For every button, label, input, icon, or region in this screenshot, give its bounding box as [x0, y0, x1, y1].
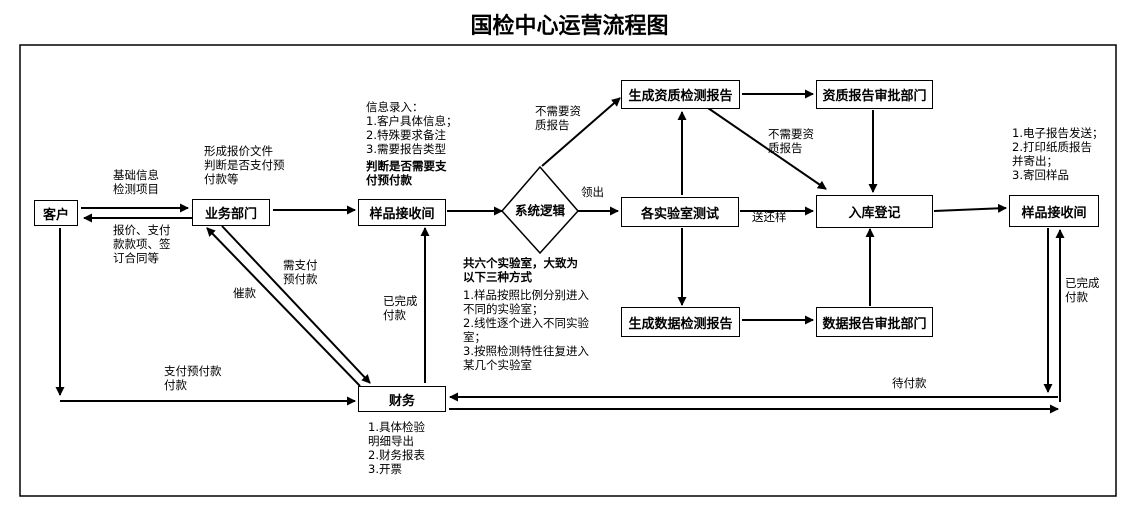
label-no-qual-1: 不需要资 质报告 [535, 104, 581, 132]
label-labs-title: 共六个实验室，大致为 以下三种方式 [463, 256, 578, 284]
label-delivery: 1.电子报告发送； 2.打印纸质报告 并寄出； 3.寄回样品 [1012, 126, 1104, 182]
label-labs-detail: 1.样品按照比例分别进入 不同的实验室； 2.线性逐个进入不同实验 室； 3.按… [463, 288, 589, 372]
label-info-entry: 信息录入： 1.客户具体信息； 2.特殊要求备注 3.需要报告类型 [366, 100, 458, 156]
arrow-business-to-finance [221, 225, 371, 384]
node-qual-review: 资质报告审批部门 [816, 80, 933, 109]
label-return-sample: 送还样 [752, 210, 787, 224]
arrow-qual-report-to-storage [707, 107, 827, 190]
system-logic-diamond [500, 165, 580, 255]
node-customer: 客户 [34, 200, 78, 226]
label-need-prepay: 需支付 预付款 [283, 258, 318, 286]
arrow-finance-to-business [206, 227, 361, 387]
label-info-entry-bold: 判断是否需要支 付预付款 [366, 159, 447, 187]
label-pay-prepay: 支付预付款 付款 [164, 364, 222, 392]
node-storage: 入库登记 [816, 195, 933, 228]
label-pending-pay: 待付款 [892, 376, 927, 390]
label-quote-pay: 报价、支付 款款项、签 订合同等 [113, 223, 171, 265]
diagram-title: 国检中心运营流程图 [470, 13, 669, 39]
node-data-report: 生成数据检测报告 [621, 307, 740, 337]
node-sample-receive-2: 样品接收间 [1009, 195, 1099, 227]
node-finance: 财务 [358, 386, 446, 412]
arrow-storage-to-sample2 [933, 203, 1007, 213]
node-qual-report: 生成资质检测报告 [621, 80, 740, 109]
node-lab-test: 各实验室测试 [621, 197, 739, 227]
node-sample-receive: 样品接收间 [358, 199, 446, 226]
label-urge-pay: 催款 [233, 286, 256, 300]
node-system-logic: 系统逻辑 [514, 203, 565, 218]
label-form-quote: 形成报价文件 判断是否支付预 付款等 [204, 144, 285, 186]
label-no-qual-2: 不需要资 质报告 [768, 127, 814, 155]
label-paid-done: 已完成 付款 [383, 294, 418, 322]
label-basic-info: 基础信息 检测项目 [113, 168, 159, 196]
label-paid-done-2: 已完成 付款 [1065, 276, 1100, 304]
outer-frame [19, 44, 1117, 497]
node-data-review: 数据报告审批部门 [816, 307, 933, 337]
node-business: 业务部门 [192, 199, 270, 226]
arrow-logic-to-qual-report [541, 97, 621, 167]
label-take-out: 领出 [581, 185, 604, 199]
label-finance-notes: 1.具体检验 明细导出 2.财务报表 3.开票 [368, 420, 425, 476]
